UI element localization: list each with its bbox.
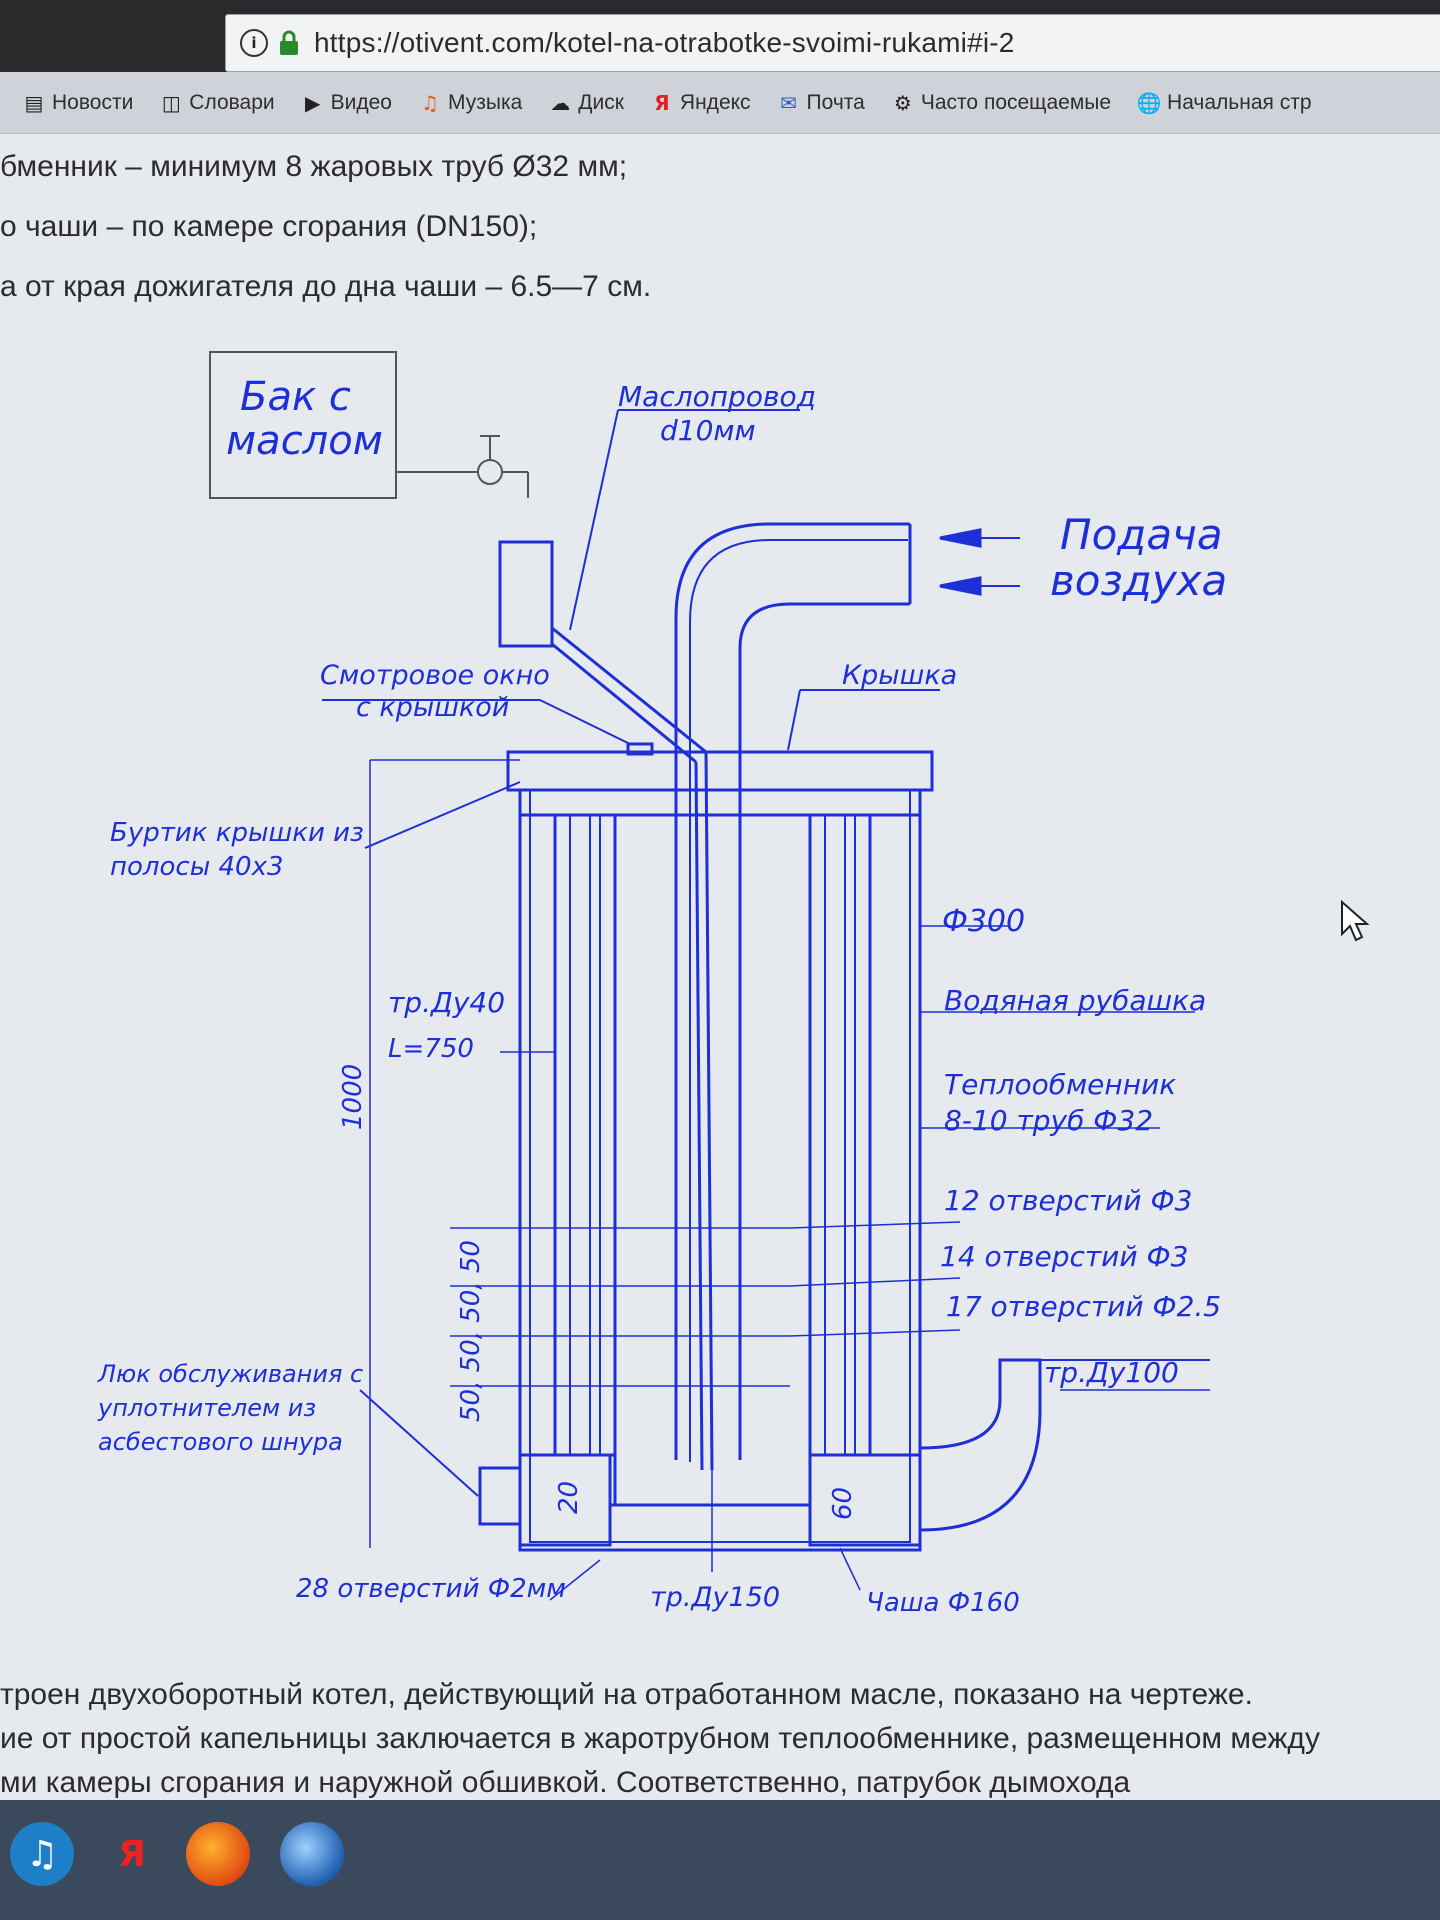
article-text-line: ми камеры сгорания и наружной обшивкой. …: [0, 1766, 1131, 1799]
holes-12-label: 12 отверстий Ф3: [944, 1184, 1193, 1217]
boiler-diagram: [209, 351, 1210, 1601]
disk-icon: ☁: [550, 90, 571, 115]
inspection-window-label-2: с крышкой: [356, 692, 510, 723]
bookmarks-toolbar: ▤ Новости ◫ Словари ▶ Видео ♫ Музыка ☁ Диск Я…: [0, 72, 1440, 134]
tank-label-line1: Бак с: [240, 374, 351, 420]
taskbar: ♫ Я: [0, 1800, 1440, 1920]
diameter-label: Ф300: [942, 904, 1026, 939]
pipe150-label: тр.Ду150: [650, 1582, 781, 1613]
holes-14-label: 14 отверстий Ф3: [940, 1240, 1189, 1273]
bookmark-label: Музыка: [448, 90, 523, 114]
bookmark-news[interactable]: ▤ Новости: [22, 90, 134, 115]
thunderbird-icon[interactable]: [280, 1822, 344, 1886]
bookmark-label: Новости: [52, 90, 134, 114]
holes-28-label: 28 отверстий Ф2мм: [296, 1574, 566, 1604]
globe-icon: 🌐: [1136, 90, 1162, 115]
gear-icon: ⚙: [893, 90, 912, 115]
speaker-icon[interactable]: ♫: [10, 1822, 74, 1886]
bookmark-label: Словари: [189, 90, 275, 114]
page-content: [0, 134, 1440, 1820]
bookmark-mail[interactable]: ✉ Почта: [777, 91, 865, 115]
air-supply-label-1: Подача: [1060, 510, 1223, 559]
tank-label-line2: маслом: [226, 418, 383, 464]
pipe40-label: тр.Ду40: [388, 986, 506, 1019]
length-label: L=750: [388, 1034, 474, 1064]
spacing-dimension: 50, 50, 50, 50: [456, 1240, 486, 1422]
dictionary-icon: ◫: [161, 90, 181, 115]
yandex-browser-icon[interactable]: Я: [118, 1833, 146, 1875]
lock-icon[interactable]: [278, 30, 300, 56]
bookmark-video[interactable]: ▶ Видео: [301, 91, 392, 115]
bookmark-yandex[interactable]: Я Яндекс: [650, 90, 751, 115]
heat-exchanger-label-2: 8-10 труб Ф32: [944, 1104, 1154, 1137]
bowl-label: Чаша Ф160: [866, 1588, 1020, 1618]
service-hatch-label-3: асбестового шнура: [98, 1428, 343, 1456]
bookmark-label: Диск: [578, 90, 624, 114]
bookmark-disk[interactable]: ☁ Диск: [548, 91, 624, 115]
service-hatch-label-1: Люк обслуживания с: [98, 1360, 364, 1388]
bookmark-label: Яндекс: [679, 90, 751, 114]
inspection-window-label-1: Смотровое окно: [320, 660, 550, 691]
article-text-line: о чаши – по камере сгорания (DN150);: [0, 210, 538, 243]
bookmark-dictionaries[interactable]: ◫ Словари: [159, 90, 275, 115]
info-icon[interactable]: i: [240, 29, 268, 57]
water-jacket-label: Водяная рубашка: [944, 984, 1207, 1017]
url-text[interactable]: https://otivent.com/kotel-na-otrabotke-s…: [314, 27, 1015, 58]
bookmark-label: Начальная стр: [1167, 90, 1312, 114]
video-icon: ▶: [304, 90, 321, 115]
oil-line-label-2: d10мм: [660, 414, 756, 447]
bookmark-most-visited[interactable]: ⚙ Часто посещаемые: [891, 91, 1111, 115]
lid-label: Крышка: [842, 660, 958, 691]
bookmark-home[interactable]: 🌐Начальная стр: [1136, 90, 1312, 115]
dim-60: 60: [828, 1486, 858, 1520]
article-text-line: бменник – минимум 8 жаровых труб Ø32 мм;: [0, 150, 628, 183]
oil-line-label-1: Маслопровод: [618, 380, 816, 413]
news-icon: ▤: [24, 90, 44, 115]
music-icon: ♫: [421, 90, 439, 115]
address-bar[interactable]: i https://otivent.com/kotel-na-otrabotke…: [225, 14, 1440, 72]
yandex-icon: Я: [654, 90, 670, 115]
heat-exchanger-label-1: Теплообменник: [944, 1068, 1177, 1101]
article-text-line: троен двухоборотный котел, действующий н…: [0, 1678, 1253, 1711]
air-supply-label-2: воздуха: [1050, 556, 1228, 605]
article-text-line: ие от простой капельницы заключается в ж…: [0, 1722, 1320, 1755]
service-hatch-label-2: уплотнителем из: [98, 1394, 317, 1422]
dim-20: 20: [554, 1480, 584, 1514]
bookmark-label: Почта: [806, 90, 865, 114]
pipe100-label: тр.Ду100: [1044, 1356, 1179, 1389]
bookmark-label: Часто посещаемые: [920, 90, 1112, 114]
holes-17-label: 17 отверстий Ф2.5: [946, 1290, 1222, 1323]
firefox-icon[interactable]: [186, 1822, 250, 1886]
article-text-line: а от края дожигателя до дна чаши – 6.5—7…: [0, 270, 652, 303]
mail-icon: ✉: [780, 90, 797, 115]
height-dimension: 1000: [338, 1063, 368, 1130]
rim-label-1: Буртик крышки из: [110, 818, 364, 848]
rim-label-2: полосы 40х3: [110, 852, 284, 882]
bookmark-label: Видео: [330, 90, 392, 114]
mouse-cursor-icon: [1340, 899, 1370, 949]
bookmark-music[interactable]: ♫ Музыка: [418, 91, 522, 115]
